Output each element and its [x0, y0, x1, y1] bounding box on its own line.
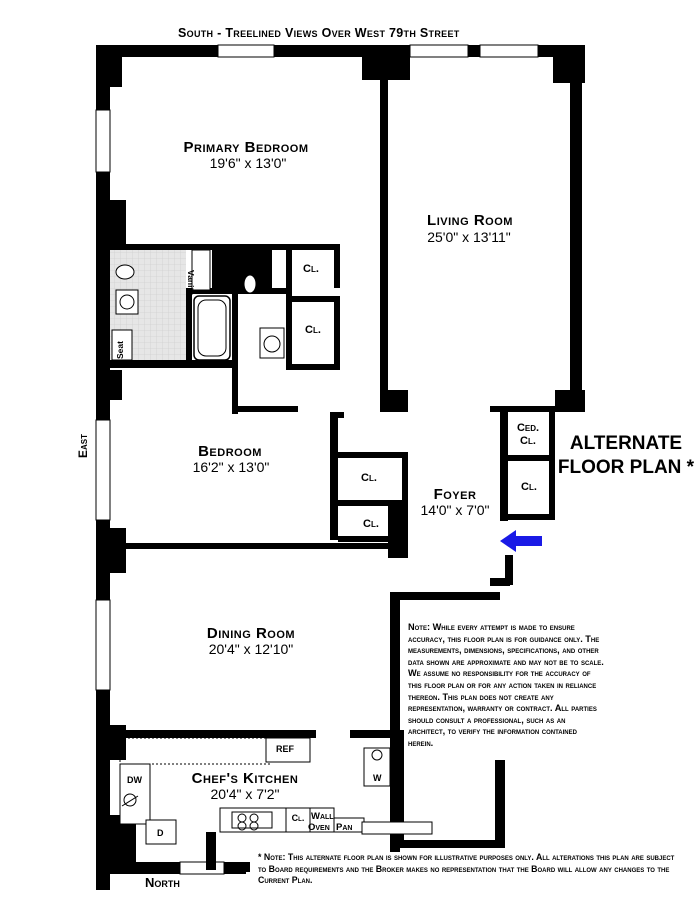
compass-north: North — [145, 875, 180, 890]
closet-label: Cl. — [303, 263, 319, 275]
seat-label: Seat — [115, 341, 125, 359]
bathroom — [110, 249, 285, 361]
room-name-primary-bedroom: Primary Bedroom — [183, 139, 309, 156]
room-name-bedroom: Bedroom — [198, 443, 262, 460]
cedar-closet-label-2: Cl. — [520, 435, 536, 447]
cedar-closet-label: Ced. — [516, 422, 540, 434]
room-dims-dining-room: 20'4" x 12'10" — [208, 641, 294, 657]
interior-walls — [110, 78, 560, 870]
dishwasher-label: DW — [127, 775, 142, 785]
windows — [95, 44, 539, 875]
disclaimer-note: Note: While every attempt is made to ens… — [408, 622, 604, 748]
pantry-label: Pan — [336, 822, 353, 833]
kitchen-counters — [119, 737, 433, 845]
room-dims-kitchen: 20'4" x 7'2" — [210, 786, 280, 802]
stove-icon — [237, 813, 259, 831]
closet-label: Cl. — [521, 481, 537, 493]
alternate-plan-footnote: * Note: This alternate floor plan is sho… — [258, 852, 675, 885]
wall-oven-label: Wall — [311, 811, 334, 822]
closet-label: Cl. — [305, 324, 321, 336]
closet-label: Cl. — [363, 518, 379, 530]
room-name-dining-room: Dining Room — [206, 625, 296, 642]
room-name-living-room: Living Room — [427, 212, 513, 229]
dryer-label: D — [157, 828, 164, 838]
washer-label: W — [373, 773, 382, 783]
entry-arrow-icon — [500, 530, 542, 552]
street-label: South - Treelined Views Over West 79th S… — [178, 26, 460, 40]
vanity-label: Vanity — [186, 270, 196, 296]
closet-label: Cl. — [361, 472, 377, 484]
closet-label: Cl. — [291, 813, 305, 823]
refrigerator-label: REF — [276, 744, 294, 754]
room-dims-bedroom: 16'2" x 13'0" — [192, 459, 270, 475]
compass-east: East — [76, 433, 90, 458]
room-dims-living-room: 25'0" x 13'11" — [427, 229, 511, 245]
wall-oven-label-2: Oven — [308, 822, 330, 833]
room-dims-foyer: 14'0" x 7'0" — [420, 502, 490, 518]
alternate-floor-plan-title: ALTERNATE FLOOR PLAN * — [557, 433, 695, 478]
room-dims-primary-bedroom: 19'6" x 13'0" — [209, 155, 287, 171]
room-name-kitchen: Chef's Kitchen — [191, 770, 299, 787]
room-name-foyer: Foyer — [433, 486, 477, 503]
